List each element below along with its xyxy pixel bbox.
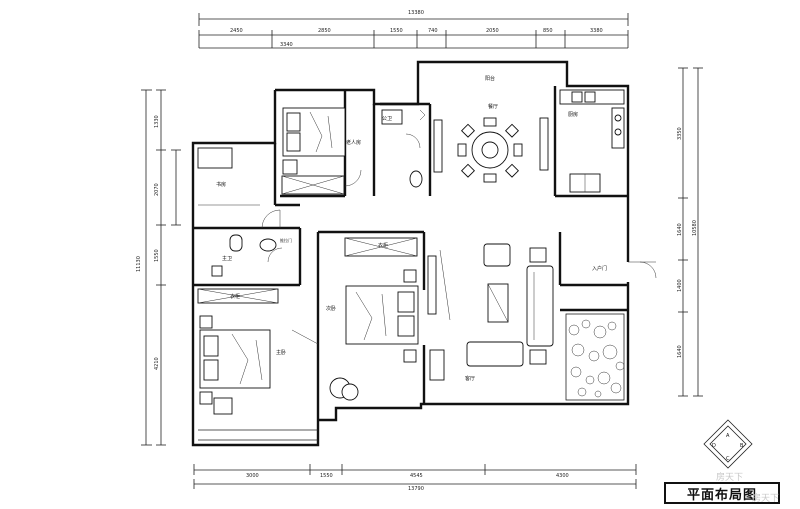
living-room-furniture (427, 243, 554, 367)
study-furniture (197, 147, 260, 206)
master-bedroom-furniture (197, 288, 319, 415)
dim-left-total: 11130 (136, 256, 142, 272)
label-entry: 入户门 (592, 265, 607, 272)
drawing-title: 平面布局图 (664, 482, 780, 504)
dim-left-seg-3: 1550 (154, 249, 160, 262)
dim-bottom-seg-4: 4300 (556, 473, 569, 479)
label-public-bath: 公卫 (382, 116, 392, 122)
sofa-lower (466, 341, 524, 367)
label-dining: 餐厅 (488, 103, 498, 110)
dim-left-seg-2: 2070 (154, 183, 160, 196)
label-master-bedroom: 主卧 (276, 349, 286, 356)
armchair (483, 243, 511, 267)
sofa (526, 265, 554, 347)
watermark-2: 房天下 (752, 494, 780, 504)
garden-planting (565, 313, 625, 401)
room-labels: 阳台 厨房 餐厅 老人房 书房 公卫 主卫 主卧 次卧 客厅 入户门 衣柜 衣柜… (216, 75, 607, 382)
dim-top-seg-7: 3380 (590, 28, 603, 34)
compass-d: D (712, 443, 716, 449)
top-dimension-lines: 13380 2450 2850 1550 740 2050 850 3380 3… (198, 10, 629, 49)
compass-b: B (740, 443, 744, 449)
dim-right-seg-1: 3350 (677, 127, 683, 140)
label-sliding-door: 推拉门 (280, 237, 292, 243)
dim-top-seg-2: 2850 (318, 28, 331, 34)
dim-top-seg-5: 2050 (486, 28, 499, 34)
dim-top-sub: 3340 (280, 42, 293, 48)
dim-left-seg-4: 4210 (154, 357, 160, 370)
dim-left-seg-1: 1330 (154, 115, 160, 128)
label-balcony-top: 阳台 (485, 75, 495, 82)
label-kitchen: 厨房 (568, 111, 578, 118)
tv-cabinet (427, 255, 437, 315)
bottom-dimension-lines: 3000 1550 4545 4300 13790 (193, 464, 637, 492)
label-second-bedroom: 次卧 (326, 305, 336, 312)
dim-top-seg-3: 1550 (390, 28, 403, 34)
compass-c: C (726, 456, 730, 462)
right-dimension-lines: 3350 1640 1400 1640 10580 (677, 67, 703, 397)
dim-top-seg-6: 850 (543, 28, 553, 34)
dim-bottom-total: 13790 (408, 486, 424, 492)
dim-bottom-seg-1: 3000 (246, 473, 259, 479)
dim-right-seg-4: 1640 (677, 345, 683, 358)
bathroom-fixtures (211, 109, 426, 277)
dim-right-total: 10580 (692, 220, 698, 236)
compass-a: A (726, 433, 730, 439)
kitchen-furniture (559, 89, 625, 193)
dim-bottom-seg-3: 4545 (410, 473, 423, 479)
dim-top-seg-1: 2450 (230, 28, 243, 34)
dim-right-seg-2: 1640 (677, 223, 683, 236)
watermark: 房天下 (716, 473, 744, 483)
doors (261, 133, 657, 279)
dim-right-seg-3: 1400 (677, 279, 683, 292)
label-living-room: 客厅 (465, 375, 475, 382)
compass-rose: A B C D (703, 419, 753, 469)
dim-top-seg-4: 740 (428, 28, 438, 34)
exterior-walls (191, 60, 630, 447)
interior-walls (193, 86, 628, 420)
left-dimension-lines: 11130 1330 2070 1550 4210 (136, 89, 181, 446)
label-master-bath: 主卫 (222, 255, 232, 262)
dim-bottom-seg-2: 1550 (320, 473, 333, 479)
second-bedroom-furniture (329, 237, 445, 401)
label-closet-master: 衣柜 (230, 293, 240, 300)
label-closet-second: 衣柜 (378, 242, 388, 249)
label-study: 书房 (216, 181, 226, 188)
dim-top-total: 13380 (408, 10, 424, 16)
dining-furniture (433, 117, 549, 183)
elderly-bedroom-furniture (281, 107, 346, 195)
label-elderly-bedroom: 老人房 (346, 139, 361, 146)
